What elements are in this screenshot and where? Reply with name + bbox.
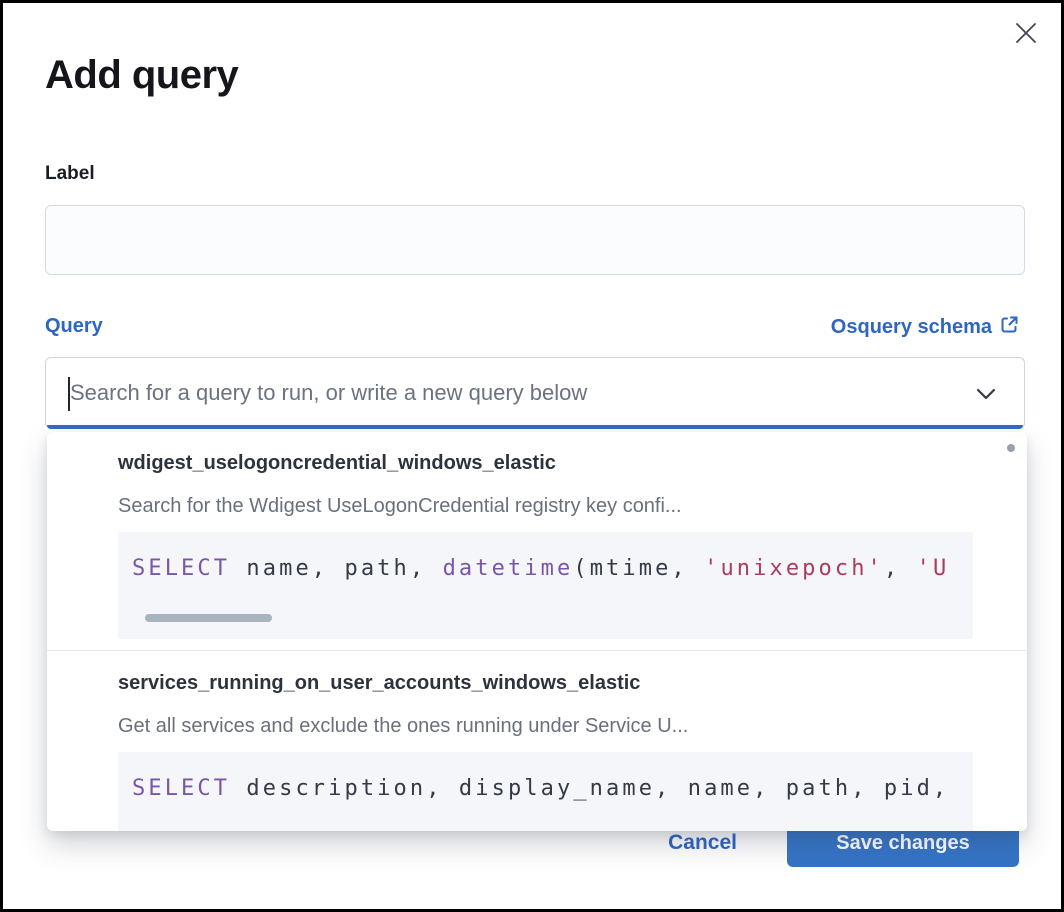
vertical-scrollbar-thumb[interactable] bbox=[1007, 444, 1015, 452]
osquery-schema-link[interactable]: Osquery schema bbox=[831, 315, 1019, 340]
query-option-description: Get all services and exclude the ones ru… bbox=[118, 715, 689, 737]
query-option-description: Search for the Wdigest UseLogonCredentia… bbox=[118, 495, 682, 517]
chevron-down-icon[interactable] bbox=[974, 383, 998, 410]
page-title: Add query bbox=[45, 53, 239, 97]
query-combobox[interactable] bbox=[45, 357, 1025, 429]
close-icon bbox=[1013, 20, 1039, 49]
query-option[interactable]: wdigest_uselogoncredential_windows_elast… bbox=[47, 432, 1027, 639]
query-option[interactable]: services_running_on_user_accounts_window… bbox=[47, 650, 1027, 831]
close-button[interactable] bbox=[1009, 17, 1043, 51]
horizontal-scrollbar-thumb[interactable] bbox=[145, 614, 272, 622]
query-option-title: wdigest_uselogoncredential_windows_elast… bbox=[118, 452, 556, 474]
label-field-label: Label bbox=[45, 163, 95, 184]
query-option-sql-preview: SELECT name, path, datetime(mtime, 'unix… bbox=[118, 532, 973, 639]
sql-code-line: SELECT description, display_name, name, … bbox=[132, 776, 950, 801]
external-link-icon bbox=[1000, 315, 1019, 340]
cancel-button[interactable]: Cancel bbox=[668, 831, 737, 854]
label-input[interactable] bbox=[45, 205, 1025, 275]
sql-code-line: SELECT name, path, datetime(mtime, 'unix… bbox=[132, 556, 950, 581]
query-options-list: wdigest_uselogoncredential_windows_elast… bbox=[47, 432, 1027, 831]
query-field-label: Query bbox=[45, 315, 103, 337]
query-search-input[interactable] bbox=[70, 358, 970, 428]
query-options-dropdown: wdigest_uselogoncredential_windows_elast… bbox=[47, 432, 1027, 831]
query-option-sql-preview: SELECT description, display_name, name, … bbox=[118, 752, 973, 831]
osquery-schema-link-label: Osquery schema bbox=[830, 316, 992, 338]
query-option-title: services_running_on_user_accounts_window… bbox=[118, 672, 641, 694]
text-cursor bbox=[68, 377, 70, 411]
